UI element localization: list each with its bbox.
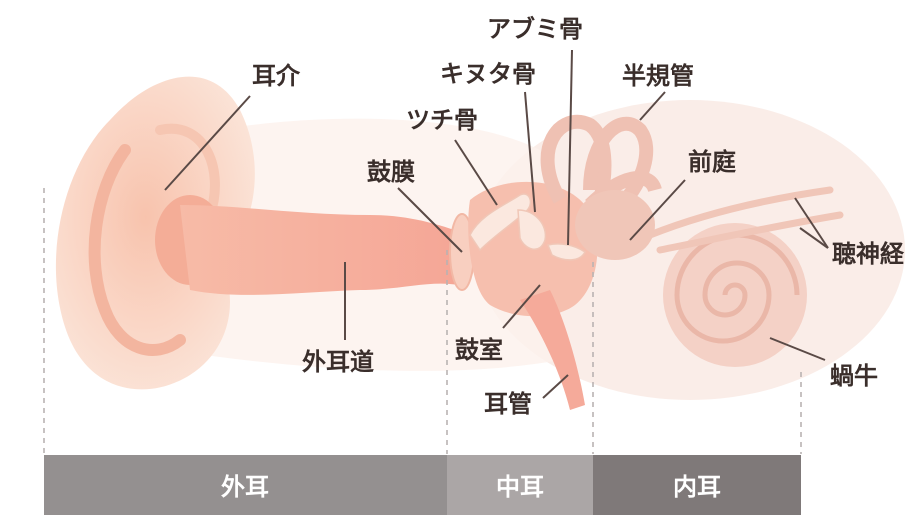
leader-semicircular bbox=[639, 91, 666, 121]
eustachian-tube-shape bbox=[520, 290, 585, 410]
section-bar-middle bbox=[447, 455, 593, 515]
label-stapes: アブミ骨 bbox=[487, 15, 583, 43]
leader-vestibule bbox=[629, 179, 686, 241]
external-canal-shape bbox=[180, 205, 460, 295]
leader-auricle bbox=[164, 95, 251, 191]
label-semicircular: 半規管 bbox=[622, 62, 694, 90]
section-bar-outer bbox=[44, 455, 447, 515]
label-incus: キヌタ骨 bbox=[440, 60, 536, 88]
leader-nerve-bottom bbox=[799, 227, 829, 249]
leader-eardrum bbox=[397, 187, 463, 253]
leader-malleus bbox=[454, 139, 498, 206]
leader-cochlea bbox=[769, 337, 826, 361]
leader-eustachian bbox=[542, 374, 569, 399]
label-vestibule: 前庭 bbox=[688, 148, 736, 176]
label-auditory-nerve: 聴神経 bbox=[832, 240, 905, 268]
vestibule-shape bbox=[575, 190, 655, 260]
label-auricle: 耳介 bbox=[252, 62, 301, 90]
label-tympanic-cavity: 鼓室 bbox=[455, 336, 503, 364]
leader-nerve-top bbox=[794, 197, 829, 249]
section-label-inner: 内耳 bbox=[673, 473, 721, 501]
label-cochlea: 蝸牛 bbox=[830, 362, 878, 390]
label-malleus: ツチ骨 bbox=[406, 106, 478, 134]
ossicles bbox=[469, 193, 586, 261]
label-external-canal: 外耳道 bbox=[302, 348, 374, 376]
section-label-middle: 中耳 bbox=[496, 473, 544, 501]
label-eardrum: 鼓膜 bbox=[367, 158, 415, 186]
section-label-outer: 外耳 bbox=[221, 473, 269, 501]
leader-stapes bbox=[567, 49, 573, 246]
label-eustachian: 耳管 bbox=[484, 390, 532, 418]
section-bar-inner bbox=[593, 455, 801, 515]
auditory-nerve-shape bbox=[646, 186, 844, 254]
leader-incus bbox=[524, 91, 536, 213]
leader-tympanic-cavity bbox=[502, 284, 541, 329]
